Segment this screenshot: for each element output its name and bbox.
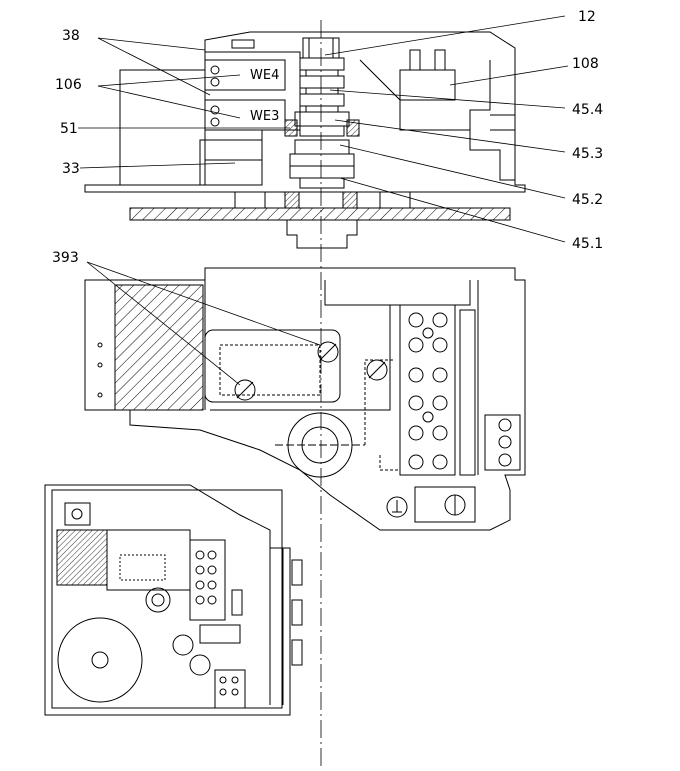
switch-we4-body — [204, 59, 286, 91]
base-plate — [129, 207, 511, 221]
cam-45-4a — [299, 57, 345, 71]
overview-hatched — [56, 529, 108, 586]
overview-mount — [64, 502, 91, 526]
cam-45-2 — [294, 139, 350, 155]
switch-label-we4: WE4 — [250, 68, 279, 83]
callout-108: 108 — [572, 56, 599, 72]
ground-terminal — [414, 486, 476, 523]
side-section-view — [84, 20, 526, 767]
left-box — [119, 69, 206, 186]
callout-51: 51 — [60, 121, 78, 137]
plan-screw-2 — [234, 379, 256, 401]
callout-393: 393 — [52, 250, 79, 266]
callout-45-2: 45.2 — [572, 192, 603, 208]
shaft-bottom — [286, 220, 358, 249]
overview-cam — [145, 587, 171, 613]
plan-screw-1 — [317, 341, 339, 363]
plan-housing — [84, 267, 526, 531]
overview-housing — [44, 484, 291, 716]
callout-38: 38 — [62, 28, 80, 44]
plan-view — [84, 267, 526, 531]
overview-view — [44, 484, 303, 716]
overview-motor — [57, 617, 143, 703]
overview-terminal-2 — [214, 669, 246, 709]
cam-45-3 — [294, 111, 350, 127]
terminal-screws — [408, 312, 448, 470]
terminal-block — [399, 304, 456, 476]
callout-45-1: 45.1 — [572, 236, 603, 252]
callout-33: 33 — [62, 161, 80, 177]
plan-hatched-area — [114, 284, 204, 411]
callouts-top: 12 38 106 108 51 33 45.4 45.3 45.2 45.1 … — [55, 9, 603, 252]
cam-45-4 — [305, 87, 339, 95]
switch-we3-body — [204, 99, 286, 131]
ground-symbol — [386, 496, 408, 518]
callout-45-3: 45.3 — [572, 146, 603, 162]
callout-45-4: 45.4 — [572, 102, 603, 118]
switch-label-we3: WE3 — [250, 109, 279, 124]
switch-plate — [204, 329, 341, 403]
block-33 — [199, 139, 263, 186]
leader-lines-top — [78, 15, 569, 243]
side-terminal — [484, 414, 521, 471]
callout-106: 106 — [55, 77, 82, 93]
overview-terminal — [189, 539, 226, 621]
callout-12: 12 — [578, 9, 596, 25]
leader-lines-plan — [86, 261, 321, 386]
component-108 — [399, 69, 456, 101]
